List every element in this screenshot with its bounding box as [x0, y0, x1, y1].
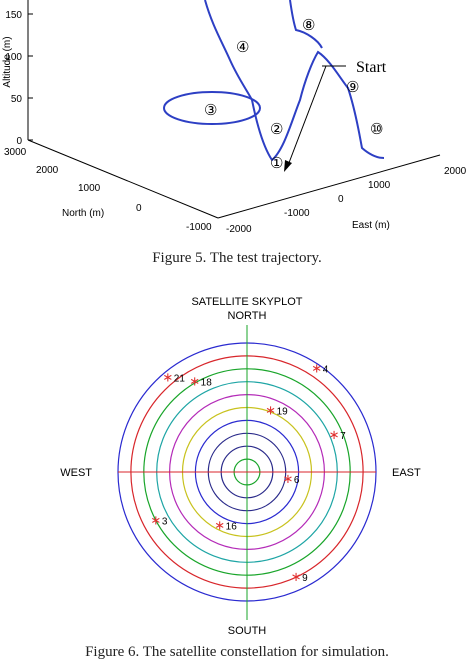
- trajectory-line: [289, 0, 323, 49]
- altitude-tick-label: 0: [16, 136, 22, 147]
- east-tick-label: 0: [338, 194, 344, 205]
- altitude-tick-label: 100: [5, 52, 22, 63]
- direction-north: NORTH: [228, 310, 267, 322]
- start-label: Start: [356, 59, 387, 76]
- altitude-tick-label: 150: [5, 10, 22, 21]
- satellite-label: 16: [226, 522, 238, 533]
- start-arrow: [286, 65, 327, 169]
- satellite-marker: ∗: [162, 370, 173, 385]
- satellite-marker: ∗: [189, 373, 200, 388]
- satellite-label: 7: [340, 431, 346, 442]
- satellite-marker: ∗: [291, 569, 302, 584]
- trajectory-line: [204, 0, 385, 162]
- segment-label-3: ③: [204, 102, 217, 119]
- satellite-label: 19: [277, 406, 289, 417]
- satellite-label: 3: [162, 516, 168, 527]
- east-axis-label: East (m): [352, 220, 390, 231]
- satellite-marker: ∗: [282, 471, 293, 486]
- segment-label-8: ⑧: [302, 17, 315, 34]
- segment-label-10: ⑩: [370, 121, 383, 138]
- direction-south: SOUTH: [228, 625, 267, 637]
- north-axis: [27, 139, 219, 219]
- north-tick-label: -1000: [186, 222, 212, 233]
- direction-east: EAST: [392, 467, 421, 479]
- trajectory-plot-3d: 150 100 50 0 Altitude (m) 3000 2000 1000…: [2, 0, 467, 235]
- altitude-axis-label: Altitude (m): [2, 36, 13, 87]
- satellite-marker: ∗: [214, 518, 225, 533]
- satellite-label: 9: [302, 573, 308, 584]
- satellite-skyplot: SATELLITE SKYPLOT NORTH SOUTH WEST EAST …: [60, 296, 421, 637]
- north-axis-label: North (m): [62, 208, 104, 219]
- segment-label-1: ①: [270, 155, 283, 172]
- direction-west: WEST: [60, 467, 92, 479]
- north-tick-label: 1000: [78, 183, 101, 194]
- altitude-tick-label: 50: [11, 94, 23, 105]
- east-tick-label: -1000: [284, 208, 310, 219]
- satellite-marker: ∗: [311, 361, 322, 376]
- east-tick-label: -2000: [226, 224, 252, 235]
- satellite-marker: ∗: [150, 512, 161, 527]
- north-tick-label: 0: [136, 203, 142, 214]
- figure5-caption: Figure 5. The test trajectory.: [152, 250, 322, 266]
- segment-label-2: ②: [270, 121, 283, 138]
- satellite-label: 6: [294, 475, 300, 486]
- start-arrowhead: [284, 160, 292, 172]
- skyplot-title: SATELLITE SKYPLOT: [191, 296, 302, 308]
- east-tick-label: 1000: [368, 180, 391, 191]
- satellite-label: 21: [174, 374, 186, 385]
- trajectory-loop: [163, 91, 261, 125]
- satellite-marker: ∗: [265, 402, 276, 417]
- segment-label-9: ⑨: [346, 79, 359, 96]
- figure6-caption: Figure 6. The satellite constellation fo…: [85, 644, 389, 660]
- segment-label-4: ④: [236, 39, 249, 56]
- satellite-label: 18: [201, 377, 213, 388]
- north-tick-label: 3000: [4, 147, 27, 158]
- north-tick-label: 2000: [36, 165, 59, 176]
- satellite-marker: ∗: [329, 427, 340, 442]
- satellite-label: 4: [323, 365, 329, 376]
- east-axis: [217, 154, 441, 219]
- east-tick-label: 2000: [444, 166, 467, 177]
